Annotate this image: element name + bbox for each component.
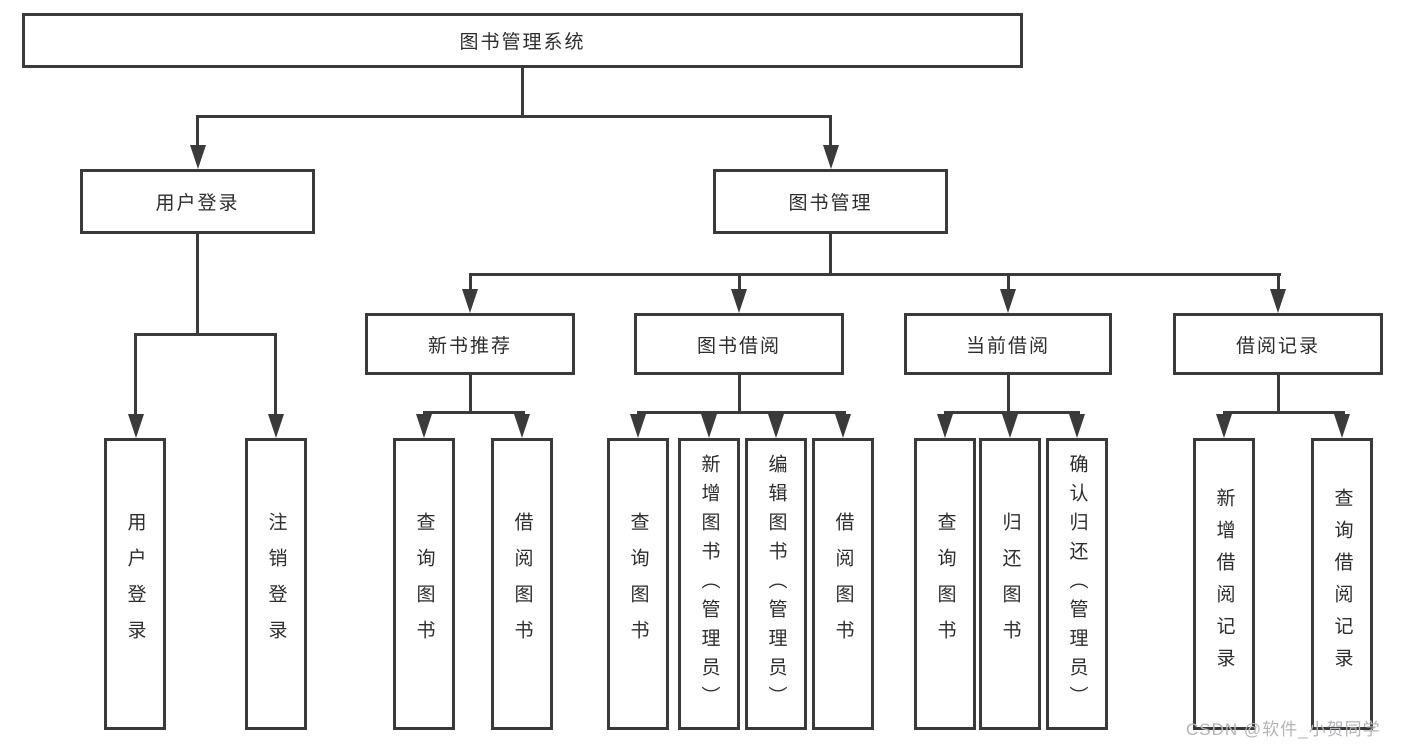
connector-root-rail	[196, 115, 832, 118]
connector-user-login-drop-left	[134, 333, 137, 416]
connector-current-borrowing-stem	[1007, 373, 1010, 414]
leaf-query-books-1: 查询图书	[393, 438, 455, 730]
connector-drop-book-borrowing	[738, 273, 741, 291]
leaf-borrow-books-1: 借阅图书	[491, 438, 553, 730]
arrowhead-to-leaf-logout	[268, 414, 284, 438]
connector-root-stem	[521, 66, 524, 118]
arrowhead-to-leaf-edit-books	[768, 414, 784, 438]
node-library-management-system: 图书管理系统	[22, 13, 1023, 68]
connector-user-login-stem	[196, 232, 199, 336]
connector-book-borrowing-stem	[738, 373, 741, 414]
node-book-management: 图书管理	[713, 169, 948, 234]
node-borrowing-records: 借阅记录	[1173, 313, 1383, 375]
arrowhead-to-leaf-confirm-return	[1069, 414, 1085, 438]
csdn-watermark: CSDN @软件_小贺同学	[1186, 720, 1381, 739]
leaf-query-books-3: 查询图书	[914, 438, 976, 730]
arrowhead-to-leaf-query-books-2	[630, 414, 646, 438]
connector-drop-current-borrowing	[1007, 273, 1010, 291]
leaf-query-books-2: 查询图书	[607, 438, 669, 730]
node-new-book-recommendation: 新书推荐	[365, 313, 575, 375]
connector-drop-borrowing-records	[1277, 273, 1280, 291]
leaf-add-borrow-record: 新增借阅记录	[1193, 438, 1255, 730]
arrowhead-to-leaf-query-books-1	[416, 414, 432, 438]
connector-new-book-stem	[469, 373, 472, 414]
arrowhead-to-book-management	[823, 145, 839, 169]
node-user-login: 用户登录	[80, 169, 315, 234]
arrowhead-to-book-borrowing	[731, 289, 747, 313]
connector-root-drop-left	[196, 115, 199, 147]
leaf-query-borrow-record: 查询借阅记录	[1311, 438, 1373, 730]
arrowhead-to-leaf-add-borrow-record	[1216, 414, 1232, 438]
arrowhead-to-leaf-user-login	[128, 414, 144, 438]
connector-drop-new-book	[469, 273, 472, 291]
connector-book-management-stem	[829, 232, 832, 276]
node-current-borrowing: 当前借阅	[904, 313, 1112, 375]
arrowhead-to-leaf-return-books	[1002, 414, 1018, 438]
leaf-add-books-admin: 新增图书（管理员）	[678, 438, 740, 730]
connector-user-login-rail	[134, 333, 277, 336]
leaf-return-books: 归还图书	[979, 438, 1041, 730]
arrowhead-to-leaf-query-borrow-record	[1334, 414, 1350, 438]
arrowhead-to-leaf-query-books-3	[937, 414, 953, 438]
connector-root-drop-right	[829, 115, 832, 147]
connector-current-borrowing-rail	[944, 411, 1080, 414]
connector-book-borrowing-rail	[637, 411, 846, 414]
leaf-borrow-books-2: 借阅图书	[812, 438, 874, 730]
leaf-edit-books-admin: 编辑图书（管理员）	[745, 438, 807, 730]
connector-book-management-rail	[469, 273, 1281, 276]
connector-borrowing-records-stem	[1277, 373, 1280, 414]
connector-borrowing-records-rail	[1223, 411, 1345, 414]
connector-new-book-rail	[423, 411, 525, 414]
arrowhead-to-leaf-borrow-books-1	[514, 414, 530, 438]
arrowhead-to-user-login	[190, 145, 206, 169]
arrowhead-to-leaf-add-books	[701, 414, 717, 438]
arrowhead-to-current-borrowing	[1000, 289, 1016, 313]
arrowhead-to-leaf-borrow-books-2	[835, 414, 851, 438]
arrowhead-to-new-book-recommendation	[462, 289, 478, 313]
connector-user-login-drop-right	[274, 333, 277, 416]
arrowhead-to-borrowing-records	[1270, 289, 1286, 313]
leaf-user-login: 用户登录	[104, 438, 166, 730]
leaf-logout: 注销登录	[245, 438, 307, 730]
leaf-confirm-return-admin: 确认归还（管理员）	[1046, 438, 1108, 730]
node-book-borrowing: 图书借阅	[634, 313, 844, 375]
